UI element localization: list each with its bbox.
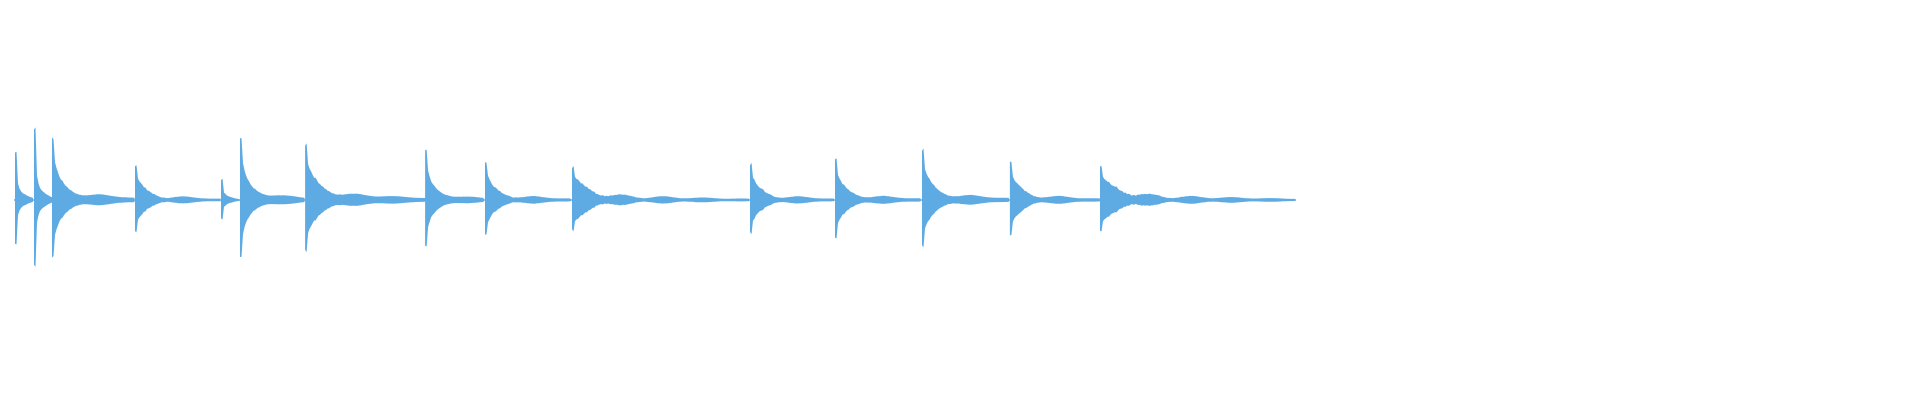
waveform-onset-2 — [34, 127, 52, 267]
waveform-onset-5 — [221, 178, 239, 220]
waveform-onset-3 — [52, 137, 135, 258]
waveform-onset-1 — [15, 151, 33, 245]
waveform-segments — [15, 127, 1295, 267]
waveform-onset-8 — [425, 149, 484, 247]
waveform-onset-13 — [922, 148, 1009, 248]
waveform-onset-7 — [305, 143, 426, 253]
waveform-onset-15 — [1100, 166, 1295, 232]
waveform-onset-9 — [485, 162, 571, 235]
waveform-onset-14 — [1009, 161, 1100, 236]
waveform-onset-12 — [835, 158, 921, 239]
waveform-onset-6 — [240, 138, 305, 257]
waveform-onset-11 — [750, 162, 834, 235]
waveform-onset-4 — [135, 165, 221, 232]
waveform-onset-10 — [572, 165, 749, 232]
